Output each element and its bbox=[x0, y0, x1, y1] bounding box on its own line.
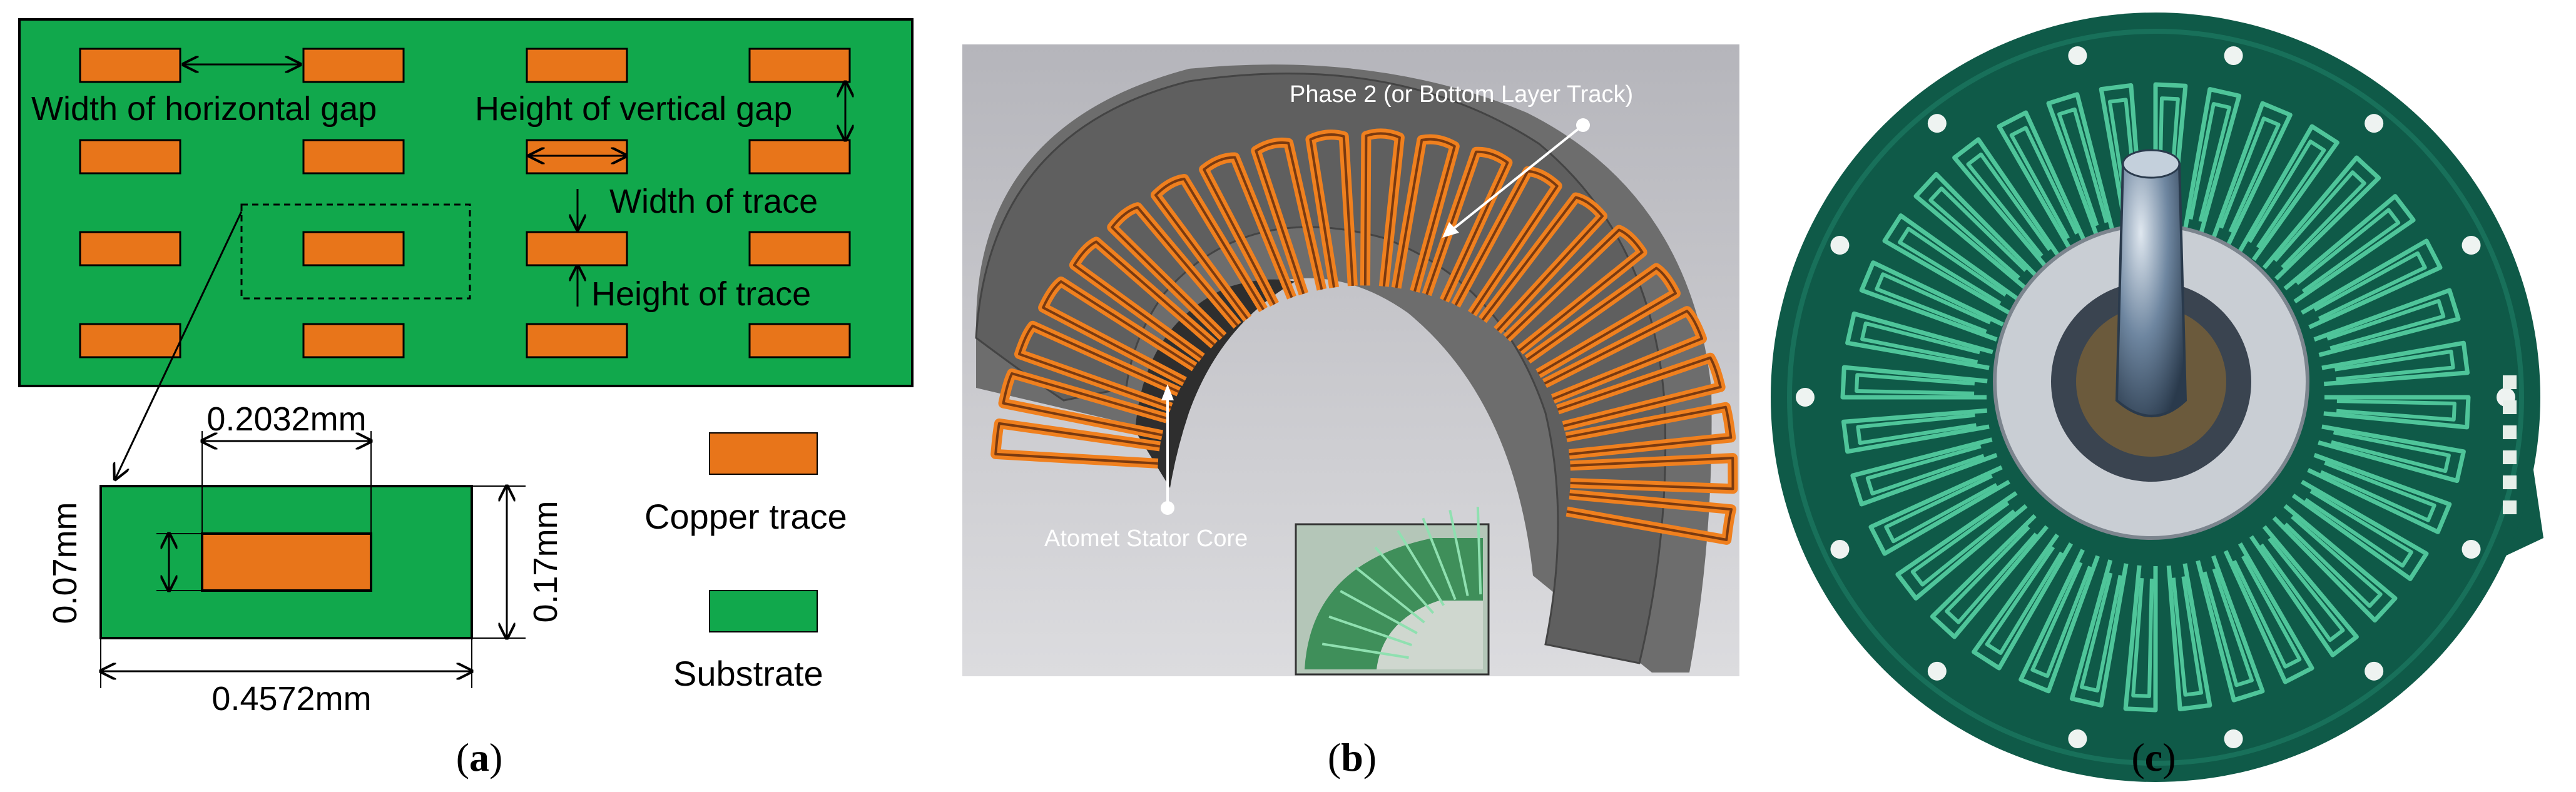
label-phase2: Phase 2 (or Bottom Layer Track) bbox=[1290, 81, 1633, 108]
stator-core-arrowhead bbox=[1161, 384, 1174, 400]
mounting-hole bbox=[2224, 729, 2243, 748]
connector-pad bbox=[2503, 400, 2517, 414]
label-height-of-trace: Height of trace bbox=[591, 275, 811, 313]
mounting-hole bbox=[1830, 236, 1850, 255]
mounting-hole bbox=[2365, 661, 2384, 681]
mounting-holes bbox=[1796, 46, 2515, 748]
zoom-leader-line bbox=[115, 211, 243, 479]
copper-trace bbox=[748, 139, 851, 175]
inset-trace bbox=[1321, 642, 1409, 659]
copper-trace bbox=[79, 139, 181, 175]
connector-pad bbox=[2503, 500, 2517, 514]
legend-copper-label: Copper trace bbox=[644, 497, 847, 536]
copper-trace bbox=[302, 48, 405, 83]
mounting-hole bbox=[1927, 661, 1947, 681]
legend-substrate-swatch bbox=[709, 590, 818, 632]
phase2-dot bbox=[1576, 118, 1590, 132]
caption-a: (a) bbox=[456, 735, 503, 779]
copper-trace bbox=[748, 48, 851, 83]
stator-inner-bore bbox=[1136, 279, 1295, 488]
panel-b: Phase 2 (or Bottom Layer Track) Atomet S… bbox=[962, 44, 1739, 779]
caption-c-letter: c bbox=[2145, 735, 2162, 779]
connector-pad bbox=[2503, 425, 2517, 439]
dim-trace-height-label: 0.07mm bbox=[46, 502, 84, 624]
label-width-horizontal-gap: Width of horizontal gap bbox=[31, 90, 377, 128]
unit-cell-selection bbox=[240, 203, 471, 300]
phase2-leader bbox=[1447, 124, 1584, 234]
mounting-hole bbox=[2068, 46, 2087, 66]
shaft-top bbox=[2122, 149, 2181, 179]
mounting-hole bbox=[2224, 46, 2243, 66]
connector-pads bbox=[2503, 375, 2517, 514]
panel-a: Width of horizontal gap Height of vertic… bbox=[18, 18, 914, 779]
copper-trace bbox=[526, 48, 628, 83]
mounting-hole bbox=[1796, 388, 1815, 407]
inset-trace bbox=[1476, 507, 1482, 595]
inset-trace bbox=[1328, 615, 1413, 647]
copper-trace bbox=[748, 231, 851, 267]
copper-trace bbox=[526, 323, 628, 358]
caption-b-letter: b bbox=[1341, 735, 1363, 779]
trace-grid bbox=[79, 48, 851, 358]
inset-trace bbox=[1397, 530, 1445, 606]
mounting-hole bbox=[2461, 236, 2481, 255]
phase2-arrowhead bbox=[1442, 222, 1459, 238]
copper-trace bbox=[79, 323, 181, 358]
dim-cell-width-label: 0.4572mm bbox=[211, 680, 371, 718]
legend-substrate-label: Substrate bbox=[673, 654, 823, 693]
connector-pad bbox=[2503, 450, 2517, 464]
inset-traces bbox=[1321, 507, 1482, 659]
inset-arc-inner bbox=[1377, 601, 1483, 669]
stator-core-dot bbox=[1161, 501, 1174, 515]
copper-trace bbox=[302, 323, 405, 358]
inset-trace bbox=[1374, 546, 1435, 614]
winding-inner bbox=[994, 132, 1734, 541]
caption-b: (b) bbox=[1328, 735, 1377, 779]
inset-trace bbox=[1340, 589, 1418, 634]
dim-trace-width-label: 0.2032mm bbox=[206, 400, 366, 438]
coil-trace-outer bbox=[1840, 82, 2471, 713]
connector-pad bbox=[2503, 475, 2517, 489]
winding-tracks bbox=[990, 128, 1738, 545]
caption-a-letter: a bbox=[469, 735, 489, 779]
label-width-of-trace: Width of trace bbox=[609, 183, 818, 220]
legend-copper-swatch bbox=[709, 432, 818, 475]
copper-trace bbox=[748, 323, 851, 358]
copper-trace bbox=[302, 231, 405, 267]
dim-cell-height-label: 0.17mm bbox=[527, 500, 564, 622]
mounting-hole bbox=[2068, 729, 2087, 748]
inset-trace bbox=[1422, 517, 1457, 601]
panel-c: (c) bbox=[1771, 13, 2543, 782]
label-stator-core: Atomet Stator Core bbox=[1044, 525, 1248, 552]
copper-trace bbox=[526, 231, 628, 267]
pcb-board-highlight bbox=[1787, 29, 2524, 766]
caption-c: (c) bbox=[2131, 735, 2176, 779]
shaft bbox=[2115, 153, 2187, 417]
copper-trace bbox=[79, 48, 181, 83]
inset-trace bbox=[1448, 509, 1469, 596]
mounting-hole bbox=[2461, 539, 2481, 559]
mounting-hole bbox=[1830, 539, 1850, 559]
label-height-vertical-gap: Height of vertical gap bbox=[475, 90, 792, 128]
copper-trace bbox=[302, 139, 405, 175]
pcb-coil-traces bbox=[1840, 82, 2471, 713]
connector-pad bbox=[2503, 375, 2517, 389]
copper-trace bbox=[79, 231, 181, 267]
inset-photo bbox=[1295, 523, 1490, 676]
mounting-hole bbox=[1927, 114, 1947, 133]
mounting-hole bbox=[2365, 114, 2384, 133]
unit-cell-trace bbox=[201, 532, 372, 592]
inset-trace bbox=[1355, 566, 1425, 624]
coil-trace-inner bbox=[1855, 96, 2456, 698]
